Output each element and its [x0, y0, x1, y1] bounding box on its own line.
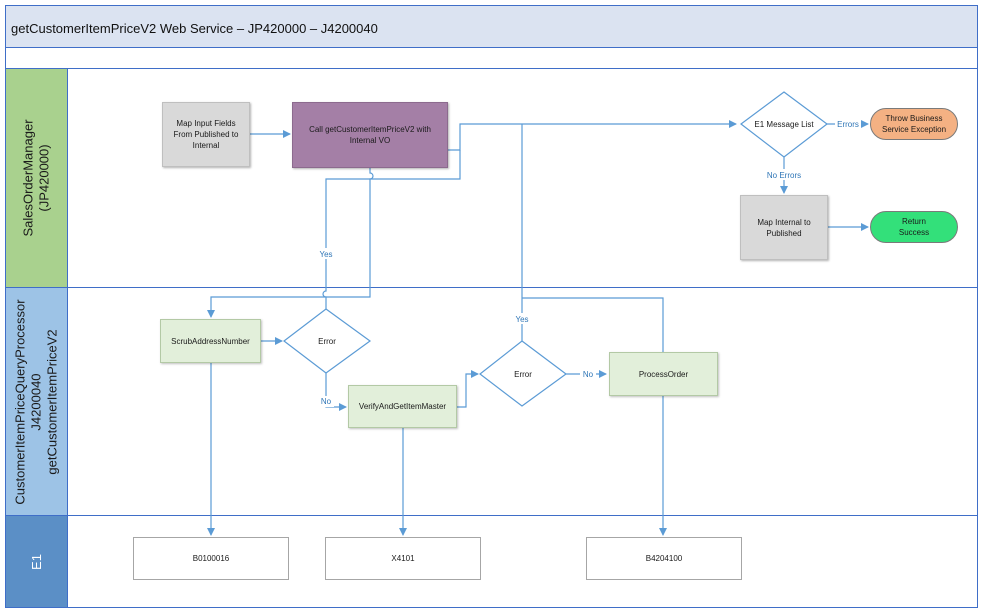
edge-label-no-process: No: [583, 370, 594, 379]
node-return-line1: Return: [901, 217, 926, 226]
node-call-api-line2: Internal VO: [349, 136, 391, 145]
title-bar: getCustomerItemPriceV2 Web Service – JP4…: [5, 5, 978, 48]
lane-e1: E1: [5, 516, 978, 608]
edge-label-yes-right: Yes: [515, 315, 528, 324]
node-throw-line1: Throw Business: [885, 114, 943, 123]
node-map-input-line2: From Published to: [173, 130, 239, 139]
lane-header-sales: SalesOrderManager (JP420000): [6, 69, 68, 287]
node-map-input-fields: Map Input Fields From Published to Inter…: [162, 102, 250, 167]
diamond-label-error-2: Error: [514, 370, 532, 379]
edge-verify-to-error2: [457, 370, 479, 408]
edge-label-no-verify: No: [321, 397, 332, 406]
lane-processor: CustomerItemPriceQueryProcessor J4200040…: [5, 288, 978, 516]
title-sub-bar: [5, 48, 978, 69]
node-map-internal-line1: Map Internal to: [757, 217, 811, 227]
edge-label-no-errors: No Errors: [767, 171, 801, 180]
node-x4101: X4101: [325, 537, 481, 580]
node-b4204100: B4204100: [586, 537, 742, 580]
edge-process-link: [522, 297, 664, 352]
node-call-api-line1: Call getCustomerItemPriceV2 with: [309, 125, 431, 134]
lane-header-e1: E1: [6, 516, 68, 607]
edge-label-errors: Errors: [837, 120, 859, 129]
node-map-input-line1: Map Input Fields: [176, 119, 236, 128]
edge-call-to-message-list: [448, 120, 737, 151]
node-return-success: Return Success: [870, 211, 958, 243]
node-process-order: ProcessOrder: [609, 352, 718, 396]
node-verify-and-get-item-master: VerifyAndGetItemMaster: [348, 385, 457, 428]
edge-call-to-scrub: [207, 168, 374, 318]
diamond-error-1: [283, 308, 372, 374]
diamond-label-error-1: Error: [318, 337, 336, 346]
node-throw-line2: Service Exception: [881, 125, 947, 134]
diamond-error-2: [479, 340, 568, 407]
diamond-e1-message-list: [740, 91, 828, 158]
lane-sales-order-manager: SalesOrderManager (JP420000): [5, 69, 978, 288]
node-b0100016: B0100016: [133, 537, 289, 580]
node-map-internal-line2: Published: [766, 228, 802, 238]
node-call-get-customer-item-price: Call getCustomerItemPriceV2 with Interna…: [292, 102, 448, 168]
diamond-label-e1-message-list: E1 Message List: [754, 120, 814, 129]
node-throw-business-service-exception: Throw Business Service Exception: [870, 108, 958, 140]
edge-label-yes-left: Yes: [319, 250, 332, 259]
node-return-line2: Success: [898, 228, 930, 237]
diagram-title: getCustomerItemPriceV2 Web Service – JP4…: [11, 21, 378, 36]
node-map-input-line3: Internal: [192, 141, 220, 150]
node-scrub-address-number: ScrubAddressNumber: [160, 319, 261, 363]
edge-error1-yes: [322, 150, 461, 342]
lane-header-processor: CustomerItemPriceQueryProcessor J4200040…: [6, 288, 68, 515]
node-map-internal-to-published: Map Internal to Published: [740, 195, 828, 260]
